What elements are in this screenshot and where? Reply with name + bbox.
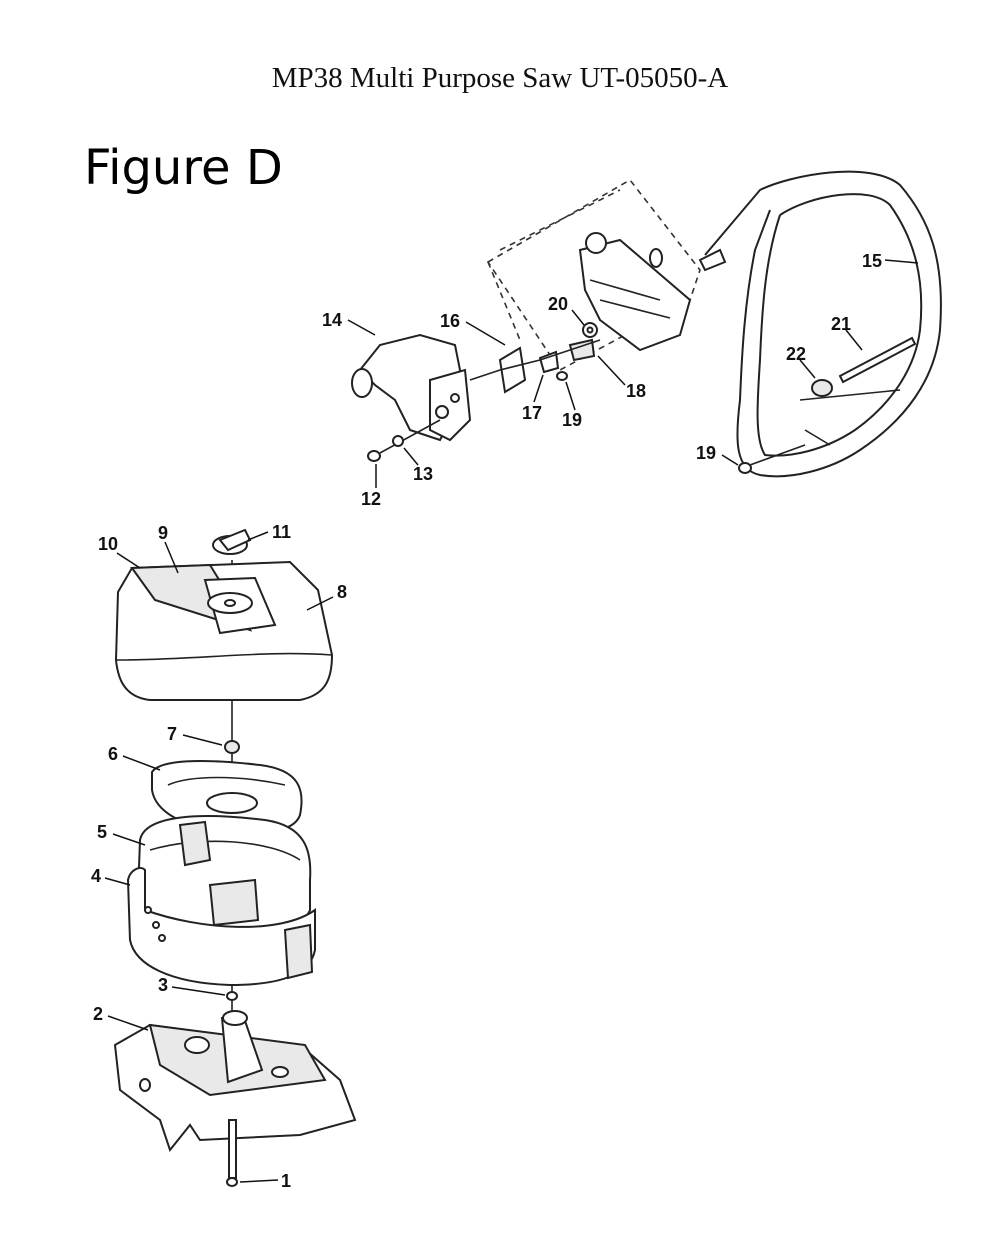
callout-2: 2 — [93, 1004, 103, 1024]
part-13-washer — [392, 435, 404, 447]
part-19-screw-handle — [738, 444, 806, 474]
part-3-washer — [226, 991, 238, 1001]
callout-18: 18 — [626, 381, 646, 401]
part-18-spring — [568, 338, 596, 362]
part-19-screw-small — [556, 371, 568, 381]
callout-13: 13 — [413, 464, 433, 484]
document-title: MP38 Multi Purpose Saw UT-05050-A — [271, 62, 729, 94]
figure-title: Figure D — [84, 140, 283, 196]
part-12-screw — [367, 419, 441, 462]
leader-lines — [104, 259, 919, 1183]
part-14-handle-housing — [351, 333, 472, 442]
part-16-plate — [498, 346, 527, 394]
callout-17: 17 — [522, 403, 542, 423]
part-1-bolt — [226, 1119, 238, 1187]
part-22-bushing — [811, 379, 833, 397]
callout-4: 4 — [91, 866, 101, 886]
callout-19-bracket: 19 — [562, 410, 582, 430]
callout-8: 8 — [337, 582, 347, 602]
part-4-foam-wrap — [126, 867, 316, 987]
dashed-outline-housing — [486, 178, 701, 372]
part-17-clip — [538, 350, 560, 374]
part-8-cover — [114, 560, 334, 701]
callout-21: 21 — [831, 314, 851, 334]
callout-1: 1 — [281, 1171, 291, 1191]
callout-7: 7 — [167, 724, 177, 744]
mounting-bracket — [578, 232, 692, 352]
callout-20: 20 — [548, 294, 568, 314]
callout-12: 12 — [361, 489, 381, 509]
part-5-filter-element — [136, 815, 312, 930]
part-7-nut — [224, 740, 240, 754]
callout-6: 6 — [108, 744, 118, 764]
callout-3: 3 — [158, 975, 168, 995]
callout-5: 5 — [97, 822, 107, 842]
part-2-base — [113, 1010, 357, 1153]
callout-19-handle: 19 — [696, 443, 716, 463]
part-11-knob — [212, 528, 252, 555]
callout-10: 10 — [98, 534, 118, 554]
part-6-precleaner — [151, 759, 303, 834]
callout-15: 15 — [862, 251, 882, 271]
part-15-handle-bar — [698, 170, 942, 478]
callout-9: 9 — [158, 523, 168, 543]
callout-14: 14 — [322, 310, 342, 330]
part-21-pin — [838, 336, 917, 384]
callout-11: 11 — [272, 522, 291, 542]
callout-16: 16 — [440, 311, 460, 331]
part-20-washer — [582, 322, 598, 338]
assembly-axis-line — [469, 339, 601, 381]
callout-22: 22 — [786, 344, 806, 364]
